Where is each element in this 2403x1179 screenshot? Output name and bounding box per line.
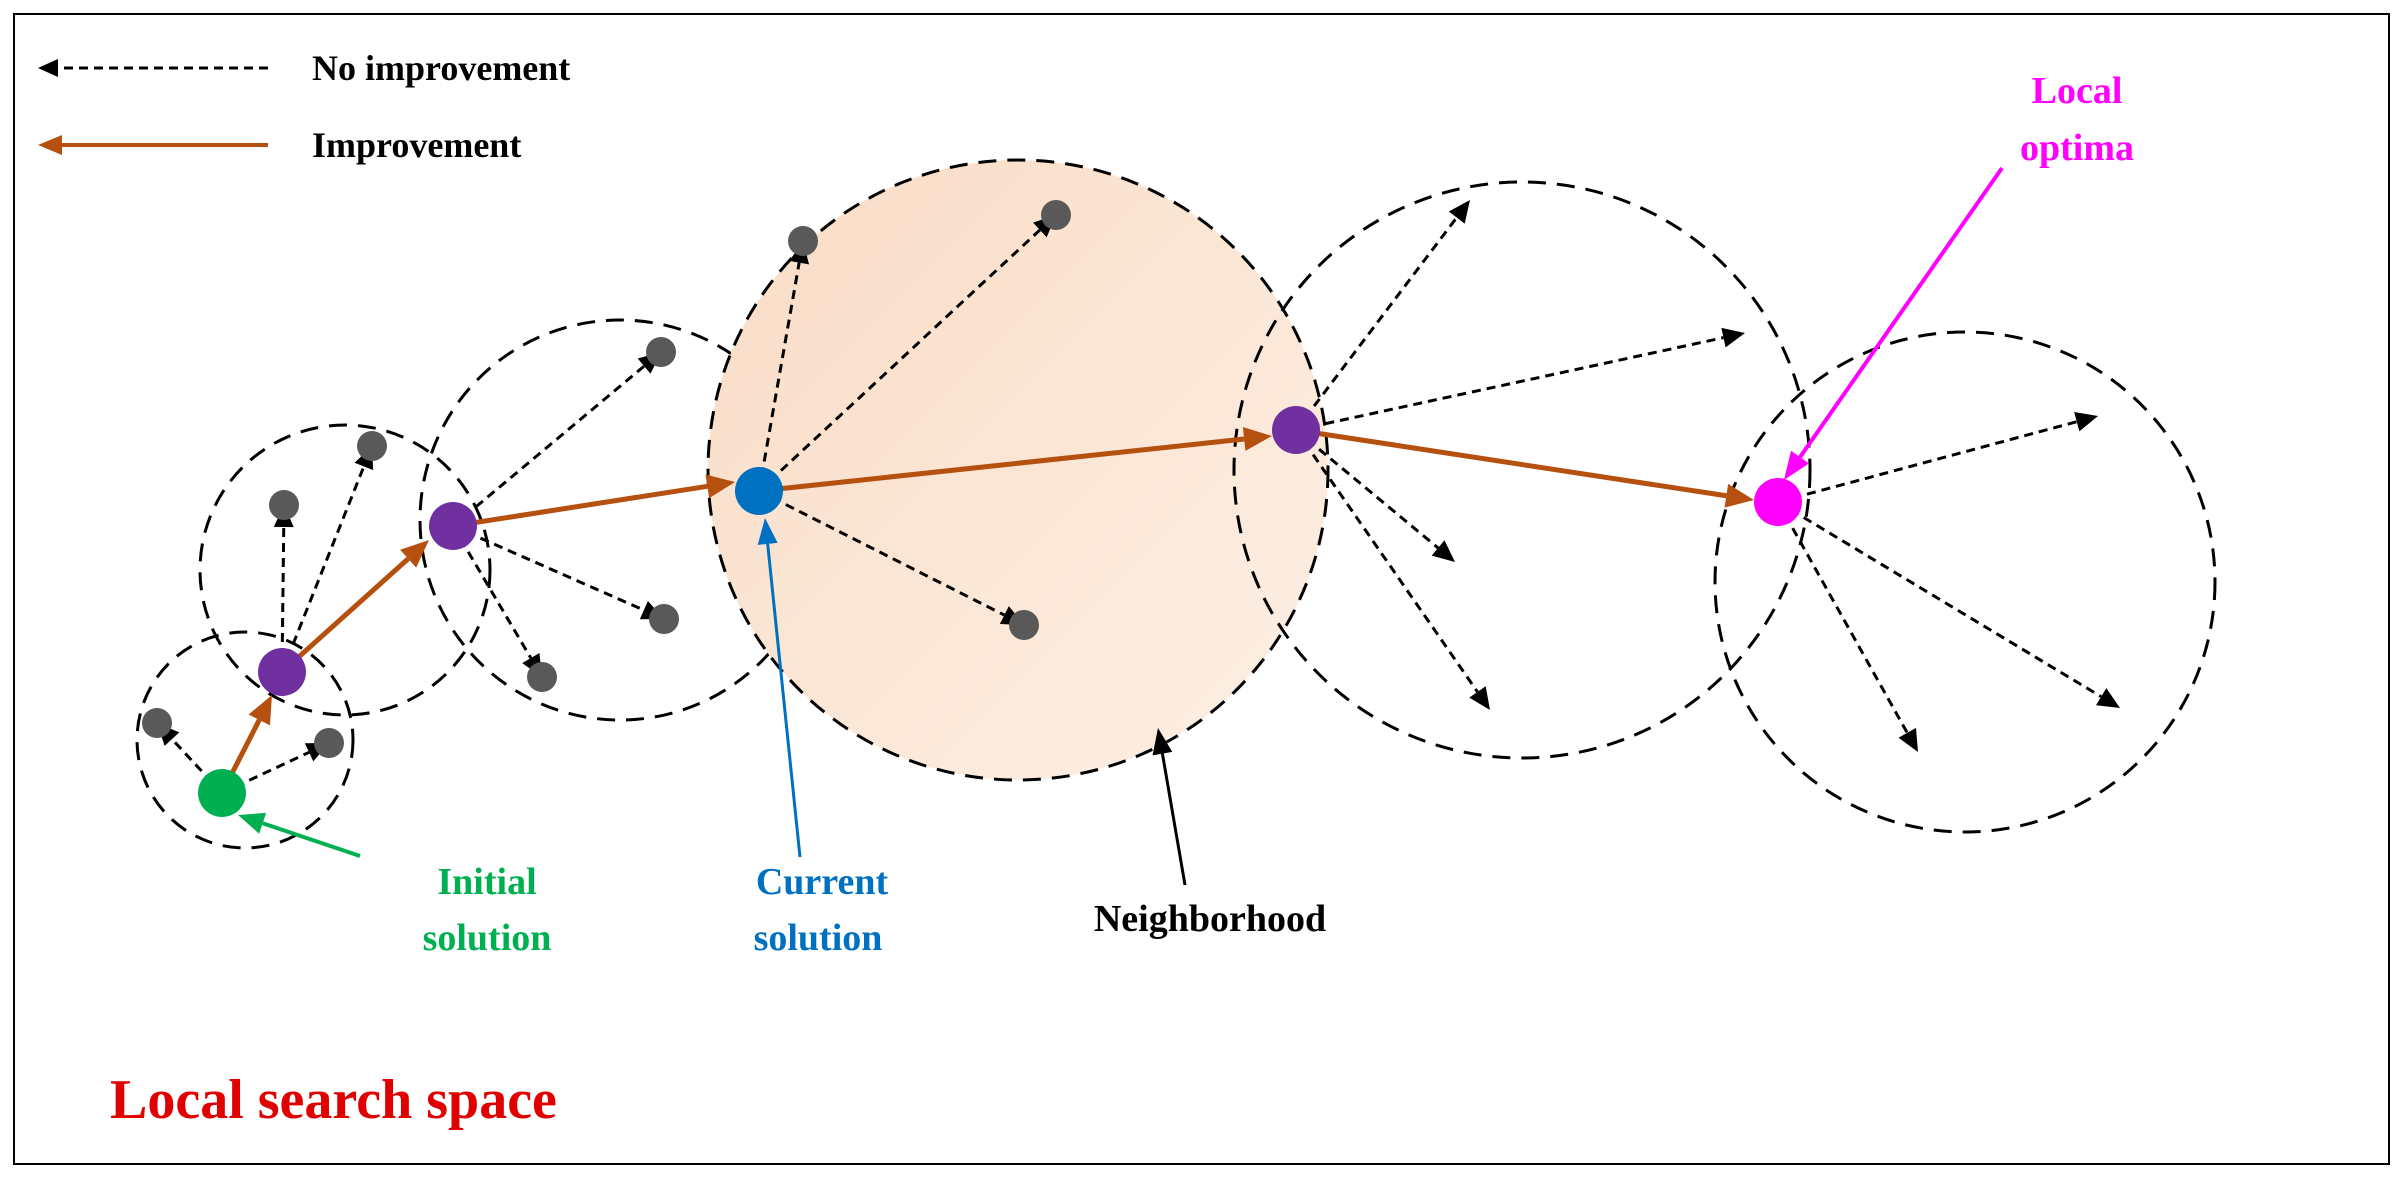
neighborhood-circle-current [706,158,1330,782]
no-improvement-arrow-shaft [757,228,1041,493]
neighbor-point [788,226,818,256]
neighbor-point [646,337,676,367]
improvement-arrow-shaft [758,436,1245,494]
neighborhood-circle-5 [1232,180,1812,760]
neighborhood-circle-2 [198,423,492,717]
current-solution-label-line1: Current [756,861,889,903]
no-improvement-arrow-shaft [1294,429,1479,693]
no-improvement-arrow-shaft [757,262,801,492]
legend-arrow-samples [38,59,268,155]
legend-improvement-label: Improvement [312,125,521,165]
no-improvement-arrow-head [1448,200,1470,224]
search-space-title: Local search space [110,1069,557,1131]
legend-no-improvement-label: No improvement [312,48,570,88]
no-improvement-arrow-head [2095,688,2120,708]
improvement-arrow-shaft [280,556,410,674]
neighbor-point [649,604,679,634]
current-pointer-arrow-shaft [766,543,802,858]
improvement-arrow-head [248,695,272,726]
local-optima-label-line2: optima [2020,127,2134,169]
no-improvement-arrow-head [1431,540,1455,562]
neighbor-point [1041,200,1071,230]
legend-no-improvement-sample-head [38,59,58,77]
legend: No improvement Improvement [38,48,570,165]
intermediate-solution-point [258,648,306,696]
local-optima-pointer-arrow-head [1784,450,1810,480]
no-improvement-arrow-shaft [1295,336,1724,432]
initial-solution-label-line2: solution [423,917,552,959]
no-improvement-arrow-head [2074,412,2098,432]
neighbor-point [1009,610,1039,640]
local-optima-pointer-arrow-shaft [1798,166,2004,459]
neighborhood-circles [135,158,2217,850]
current-solution-point [735,467,783,515]
intermediate-solution-point [429,502,477,550]
no-improvement-arrow-shaft [1295,428,1440,550]
improvement-arrow-shaft [1295,427,1727,499]
no-improvement-arrow-shaft [758,489,1006,617]
no-improvement-arrow-shaft [1294,216,1458,431]
neighborhood-label: Neighborhood [1094,898,1326,940]
no-improvement-arrow-shaft [452,364,646,528]
intermediate-solution-point [1272,406,1320,454]
neighborhood-circle-6 [1713,330,2217,834]
no-improvement-arrow-shaft [452,524,645,612]
current-pointer-arrow-head [757,518,778,545]
no-improvement-arrow-shaft [451,525,533,659]
neighbor-point [142,708,172,738]
neighborhood-pointer-arrow-head [1152,728,1173,756]
neighbor-point [314,728,344,758]
diagram-frame [13,13,2390,1165]
no-improvement-arrow-head [1721,327,1745,348]
no-improvement-arrow-shaft [1777,500,2102,698]
no-improvement-arrow-shaft [1776,501,1909,734]
improvement-arrow-head [705,474,735,499]
neighborhood-pointer-arrow-shaft [1160,753,1187,886]
improvement-arrow-head [1724,483,1754,508]
initial-solution-point [198,769,246,817]
legend-improvement-sample-head [38,135,62,155]
initial-pointer-arrow-shaft [262,821,361,858]
neighbor-point [357,431,387,461]
neighborhood-circle-1 [135,630,355,850]
improvement-arrows [219,427,1754,795]
neighbor-point [269,490,299,520]
no-improvement-arrow-head [1898,727,1918,752]
no-improvement-arrow-head [1469,686,1490,710]
improvement-arrow-head [400,540,429,568]
no-improvement-arrow-shaft [170,738,224,795]
improvement-arrow-shaft [452,483,708,529]
no-improvement-arrow-shaft [280,526,286,673]
no-improvement-arrow-shaft [280,465,366,673]
pointer-arrows [238,166,2004,886]
current-solution-label-line2: solution [754,917,883,959]
initial-solution-label-line1: Initial [437,861,536,903]
neighbor-points [142,200,1071,758]
initial-pointer-arrow-head [238,812,267,834]
local-optima-point [1754,478,1802,526]
improvement-arrow-head [1242,427,1272,451]
neighbor-point [527,662,557,692]
no-improvement-arrow-shaft [1777,420,2078,504]
local-optima-label-line1: Local [2032,70,2123,112]
